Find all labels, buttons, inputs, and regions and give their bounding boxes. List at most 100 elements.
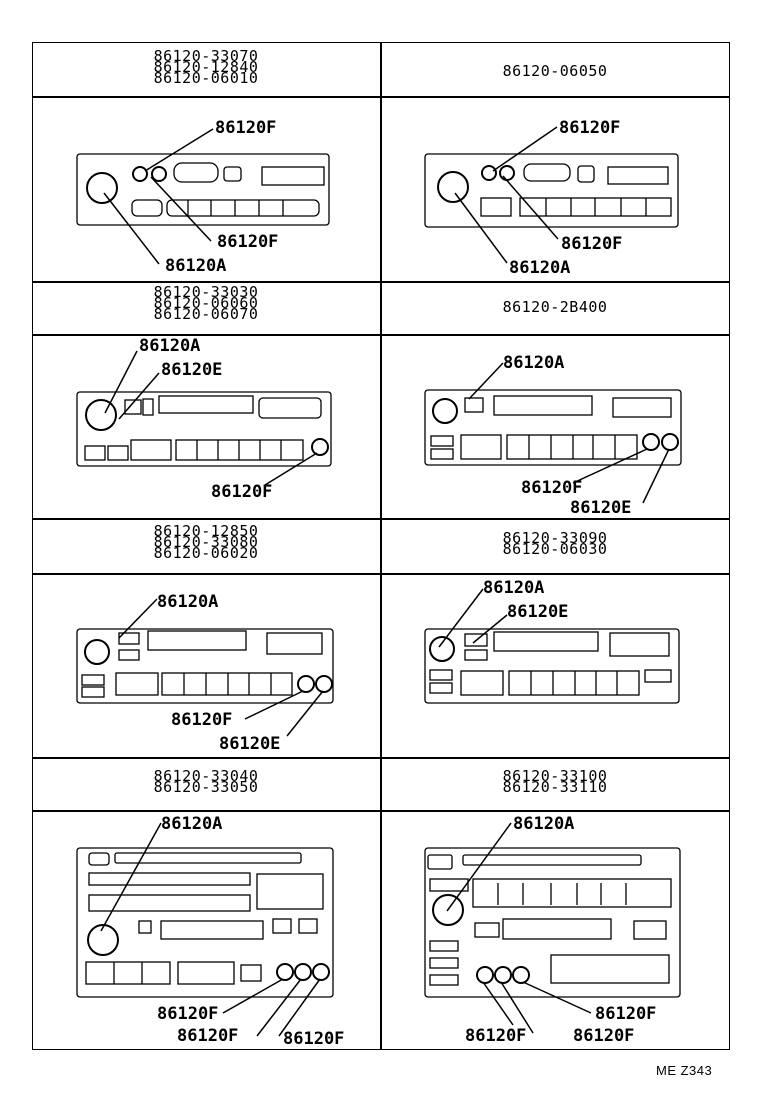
callout-label: 86120F (177, 1026, 238, 1046)
callout-label: 86120F (559, 118, 620, 138)
control-knob (642, 433, 660, 451)
part-number-cell: 86120-06050 (382, 62, 728, 80)
callout-label: 86120F (171, 710, 232, 730)
part-number: 86120-06060 (153, 294, 259, 312)
part-number: 86120-33070 (153, 47, 259, 65)
radio-unit-r3-right (424, 628, 680, 704)
volume-knob (432, 894, 464, 926)
row-divider (33, 334, 729, 336)
control-knob (151, 166, 167, 182)
part-number: 86120-2B400 (502, 298, 608, 316)
callout-label: 86120E (161, 360, 222, 380)
radio-illustrations: 86120F 86120F 86120A 86120F 86120F 86120… (76, 118, 682, 1049)
control-knob (476, 966, 494, 984)
callout-label: 86120F (217, 232, 278, 252)
part-number-cell: 86120-2B400 (382, 298, 728, 316)
callout-leaders (100, 822, 321, 1037)
part-number: 86120-12840 (153, 58, 259, 76)
callout-label: 86120E (570, 498, 631, 518)
volume-knob (432, 398, 458, 424)
callout-label: 86120A (139, 336, 200, 356)
callout-leaders (454, 126, 559, 264)
volume-knob (84, 639, 110, 665)
part-number: 86120-06030 (502, 540, 608, 558)
callout-label: 86120F (211, 482, 272, 502)
callout-label: 86120E (219, 734, 280, 754)
callout-leaders (438, 588, 508, 648)
control-knob (315, 675, 333, 693)
callout-leaders (103, 128, 214, 265)
volume-knob (437, 171, 469, 203)
callout-label: 86120A (509, 258, 570, 278)
control-knob (512, 966, 530, 984)
callout-leaders (446, 822, 592, 1034)
callout-label: 86120F (561, 234, 622, 254)
part-number: 86120-06050 (502, 62, 608, 80)
radio-unit-r1-left (76, 153, 330, 226)
radio-unit-r3-left (76, 628, 334, 704)
part-number: 86120-06070 (153, 305, 259, 323)
radio-unit-r1-right (424, 153, 679, 228)
part-number: 86120-33110 (502, 778, 608, 796)
column-divider (380, 43, 382, 1049)
part-number-cell: 86120-33030 86120-06060 86120-06070 (33, 283, 379, 323)
control-knob (276, 963, 294, 981)
radio-unit-r2-right (424, 389, 682, 466)
control-knob (311, 438, 329, 456)
volume-knob (87, 924, 119, 956)
callout-label: 86120A (503, 353, 564, 373)
part-number-cell: 86120-33100 86120-33110 (382, 767, 728, 796)
callout-label: 86120F (521, 478, 582, 498)
row-divider (33, 281, 729, 283)
control-knob (661, 433, 679, 451)
callout-leaders (104, 350, 318, 486)
callout-leaders (468, 362, 670, 504)
callout-label: 86120F (283, 1029, 344, 1049)
parts-sheet: 86120-33070 86120-12840 86120-06010 8612… (32, 42, 730, 1050)
callout-label: 86120A (483, 578, 544, 598)
row-divider (33, 810, 729, 812)
callout-label: 86120A (161, 814, 222, 834)
part-number: 86120-33030 (153, 283, 259, 301)
control-knob (499, 165, 515, 181)
control-knob (132, 166, 148, 182)
row-divider (33, 573, 729, 575)
callout-label: 86120F (595, 1004, 656, 1024)
callout-leaders (118, 598, 324, 737)
callout-label: 86120F (157, 1004, 218, 1024)
control-knob (312, 963, 330, 981)
row-divider (33, 518, 729, 520)
callout-label: 86120E (507, 602, 568, 622)
part-number: 86120-33090 (502, 529, 608, 547)
control-knob (494, 966, 512, 984)
part-number: 86120-33100 (502, 767, 608, 785)
volume-knob (86, 172, 118, 204)
volume-knob (85, 399, 117, 431)
callout-label: 86120F (215, 118, 276, 138)
control-knob (481, 165, 497, 181)
part-number: 86120-33080 (153, 533, 259, 551)
callout-label: 86120A (513, 814, 574, 834)
radio-unit-r4-right (424, 847, 681, 998)
control-knob (294, 963, 312, 981)
callout-label: 86120F (573, 1026, 634, 1046)
callout-label: 86120F (465, 1026, 526, 1046)
part-number: 86120-33050 (153, 778, 259, 796)
part-number: 86120-12850 (153, 522, 259, 540)
part-number-cell: 86120-33090 86120-06030 (382, 529, 728, 558)
radio-unit-r2-left (76, 391, 332, 467)
part-number: 86120-33040 (153, 767, 259, 785)
part-number: 86120-06020 (153, 544, 259, 562)
part-number-cell: 86120-33070 86120-12840 86120-06010 (33, 47, 379, 87)
callout-label: 86120A (157, 592, 218, 612)
volume-knob (429, 636, 455, 662)
drawing-code: ME Z343 (656, 1063, 713, 1078)
row-divider (33, 96, 729, 98)
part-number: 86120-06010 (153, 69, 259, 87)
control-knob (297, 675, 315, 693)
row-divider (33, 757, 729, 759)
callout-label: 86120A (165, 256, 226, 276)
radio-unit-r4-left (76, 847, 334, 998)
part-number-cell: 86120-33040 86120-33050 (33, 767, 379, 796)
part-number-cell: 86120-12850 86120-33080 86120-06020 (33, 522, 379, 562)
